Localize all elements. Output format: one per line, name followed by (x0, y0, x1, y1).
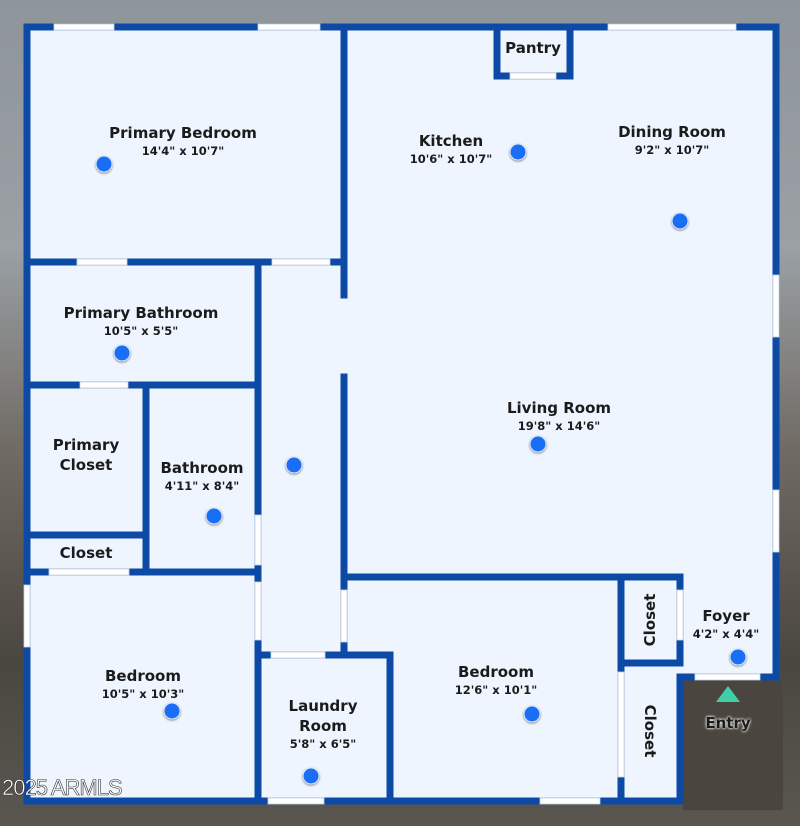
room-dimensions: 4'2" x 4'4" (692, 627, 760, 641)
room-bathroom: Bathroom 4'11" x 8'4" (160, 458, 243, 494)
entry-arrow-icon (716, 686, 740, 702)
room-name: Primary Closet (52, 436, 120, 474)
room-kitchen: Kitchen 10'6" x 10'7" (410, 131, 492, 167)
room-bedroom: Bedroom 10'5" x 10'3" (102, 666, 184, 702)
room-name: Pantry (505, 39, 561, 57)
room-name: Living Room (506, 399, 612, 417)
room-marker[interactable] (302, 767, 320, 785)
room-marker[interactable] (523, 705, 541, 723)
room-primary-bedroom: Primary Bedroom 14'4" x 10'7" (109, 123, 257, 159)
room-name: Foyer (702, 607, 750, 625)
room-closet-upper: Closet (641, 593, 659, 647)
room-marker[interactable] (163, 702, 181, 720)
watermark: 2025 ARMLS (2, 775, 123, 801)
room-dining-room: Dining Room 9'2" x 10'7" (618, 122, 726, 158)
room-marker[interactable] (205, 507, 223, 525)
room-marker[interactable] (113, 344, 131, 362)
room-pantry: Pantry (505, 38, 561, 58)
room-name: Kitchen (418, 132, 484, 150)
room-living-room: Living Room 19'8" x 14'6" (507, 398, 611, 434)
room-name: Primary Bathroom (63, 304, 219, 322)
room-dimensions: 12'6" x 10'1" (454, 683, 538, 697)
room-dimensions: 4'11" x 8'4" (164, 479, 240, 493)
room-marker[interactable] (285, 456, 303, 474)
room-closet: Closet (60, 543, 113, 563)
windows-and-doors (23, 23, 780, 805)
room-marker[interactable] (95, 155, 113, 173)
room-dimensions: 10'5" x 5'5" (103, 324, 179, 338)
room-name: Laundry Room (288, 697, 358, 735)
room-name: Bathroom (160, 459, 244, 477)
room-marker[interactable] (671, 212, 689, 230)
room-dimensions: 9'2" x 10'7" (634, 143, 710, 157)
room-marker[interactable] (529, 435, 547, 453)
room-dimensions: 10'5" x 10'3" (101, 687, 185, 701)
room-foyer: Foyer 4'2" x 4'4" (693, 606, 759, 642)
room-name: Bedroom (105, 667, 181, 685)
room-dimensions: 10'6" x 10'7" (409, 152, 493, 166)
room-bedroom-2: Bedroom 12'6" x 10'1" (455, 662, 537, 698)
room-name: Closet (59, 544, 113, 562)
room-marker[interactable] (729, 648, 747, 666)
room-laundry-room: Laundry Room 5'8" x 6'5" (283, 696, 363, 752)
room-dimensions: 14'4" x 10'7" (141, 144, 225, 158)
room-dimensions: 19'8" x 14'6" (517, 419, 601, 433)
room-primary-bathroom: Primary Bathroom 10'5" x 5'5" (64, 303, 219, 339)
room-dimensions: 5'8" x 6'5" (289, 737, 357, 751)
room-primary-closet: Primary Closet (41, 435, 131, 475)
room-name: Dining Room (618, 123, 726, 141)
floor-area (27, 27, 776, 801)
room-name: Primary Bedroom (109, 124, 257, 142)
room-name: Bedroom (458, 663, 534, 681)
entry-label: Entry (705, 714, 751, 732)
room-marker[interactable] (509, 143, 527, 161)
room-closet-lower: Closet (641, 704, 659, 758)
